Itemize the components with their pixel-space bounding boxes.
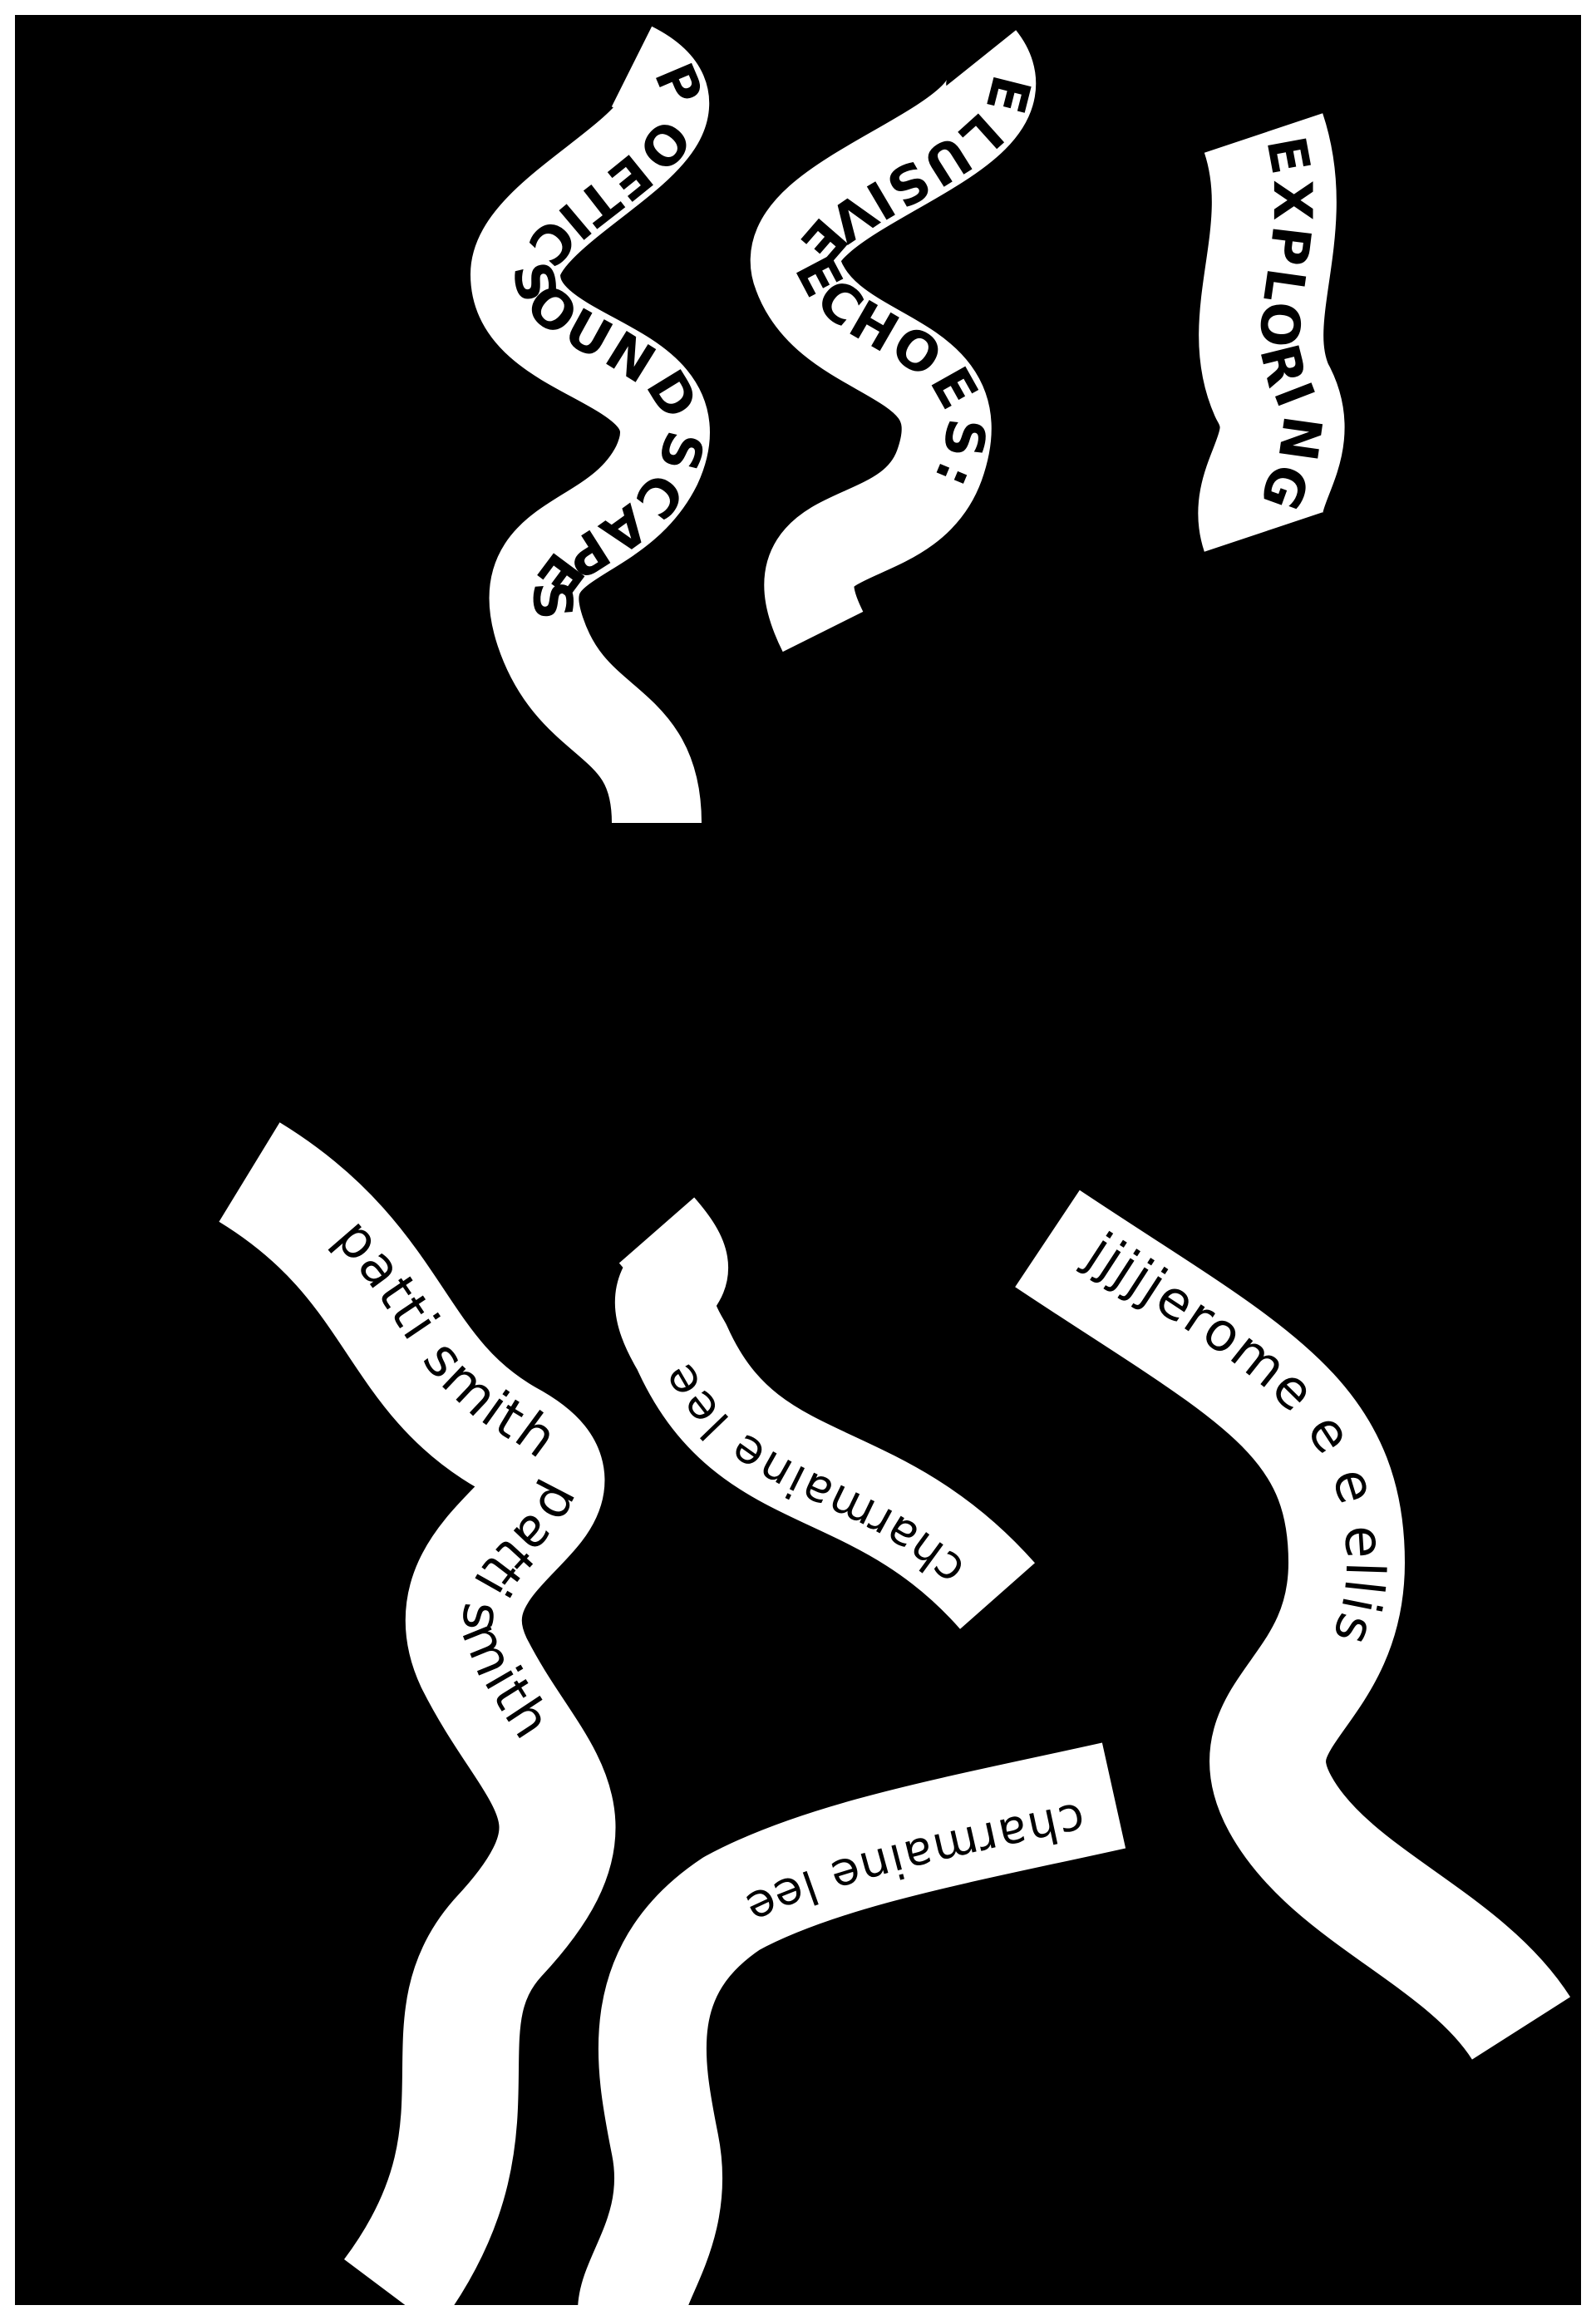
poster-background xyxy=(15,15,1581,2305)
